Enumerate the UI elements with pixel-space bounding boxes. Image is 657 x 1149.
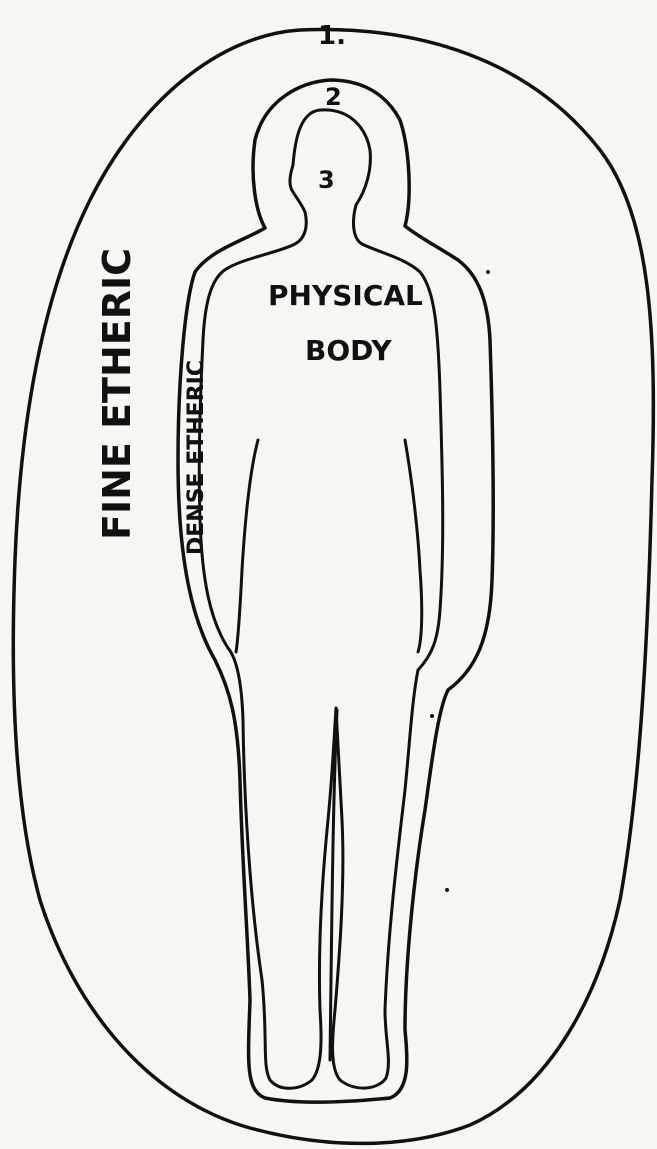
ink-dot (445, 888, 449, 892)
left-arm-inner-line (236, 440, 258, 652)
right-arm-inner-line (405, 440, 422, 652)
ink-dot (43, 913, 47, 917)
fine-etheric-outline (13, 30, 653, 1144)
label-fine-etheric: FINE ETHERIC (95, 248, 139, 540)
label-dense-etheric: DENSE ETHERIC (184, 360, 209, 555)
label-body: BODY (305, 334, 392, 367)
physical-body-outline (199, 110, 443, 1088)
label-physical: PHYSICAL (268, 279, 423, 312)
label-layer-3: 3 (318, 166, 335, 194)
label-layer-1: 1. (318, 21, 346, 51)
ink-dot (430, 714, 434, 718)
dense-etheric-outline (178, 80, 493, 1102)
label-layer-2: 2 (325, 83, 342, 111)
ink-dot (486, 270, 490, 274)
